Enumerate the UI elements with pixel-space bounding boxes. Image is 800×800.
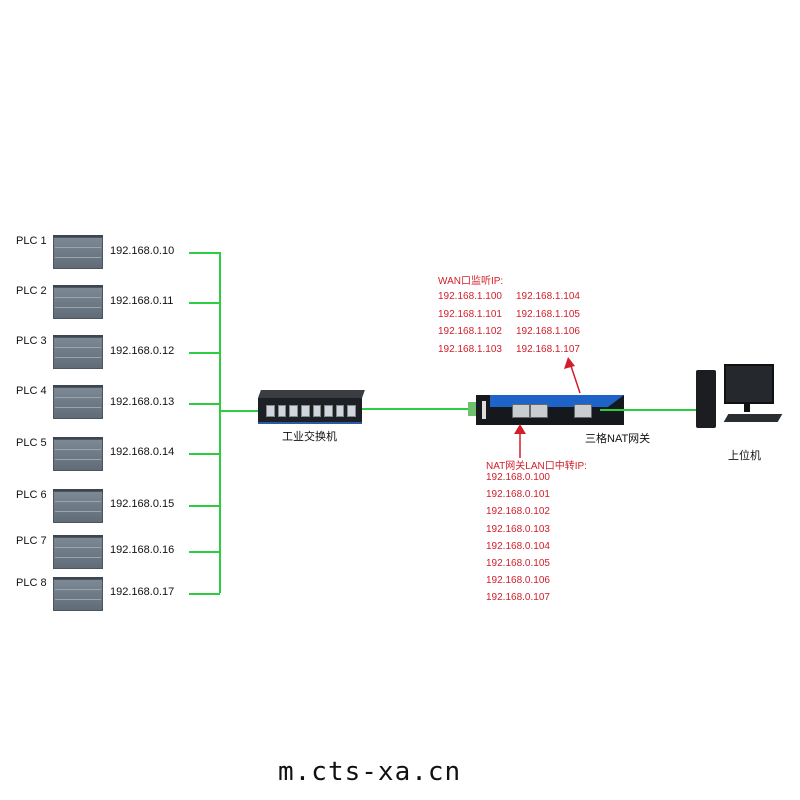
- plc-device-icon: [53, 577, 103, 611]
- plc-label: PLC 5: [16, 437, 47, 449]
- plc-ip: 192.168.0.13: [110, 396, 175, 408]
- watermark: m.cts-xa.cn: [278, 757, 462, 787]
- nat-gateway: [476, 395, 624, 425]
- lan-ip: 192.168.0.105: [486, 557, 550, 569]
- wan-ip: 192.168.1.101: [438, 308, 502, 320]
- wan-ip: 192.168.1.107: [516, 343, 580, 355]
- lan-arrow: [514, 424, 526, 458]
- plc-device-icon: [53, 437, 103, 471]
- plc-link-line: [189, 352, 220, 354]
- host-label: 上位机: [728, 450, 761, 462]
- plc-ip: 192.168.0.12: [110, 345, 175, 357]
- plc-label: PLC 7: [16, 535, 47, 547]
- host-computer: [696, 362, 784, 434]
- wan-ip-col1: 192.168.1.100 192.168.1.101 192.168.1.102 1…: [438, 291, 502, 361]
- link-switch-to-gateway: [362, 408, 472, 410]
- lan-ip: 192.168.0.104: [486, 540, 550, 552]
- port-lan1: [512, 404, 530, 418]
- plc-label: PLC 4: [16, 385, 47, 397]
- plc-link-line: [189, 505, 220, 507]
- wan-ip-col2: 192.168.1.104 192.168.1.105 192.168.1.106 1…: [516, 291, 580, 361]
- plc-device-icon: [53, 285, 103, 319]
- plc-link-line: [189, 252, 220, 254]
- plc-link-line: [189, 551, 220, 553]
- wan-ip: 192.168.1.106: [516, 326, 580, 337]
- plc-link-line: [189, 302, 220, 304]
- pc-keyboard: [723, 414, 783, 422]
- link-bus-to-switch: [219, 410, 259, 412]
- plc-device-icon: [53, 535, 103, 569]
- wan-ip: 192.168.1.105: [516, 308, 580, 320]
- switch-label: 工业交换机: [282, 431, 337, 443]
- link-gateway-to-host: [600, 409, 698, 411]
- plc-ip: 192.168.0.16: [110, 544, 175, 556]
- lan-ip-list: 192.168.0.100 192.168.0.101 192.168.0.102 1…: [486, 472, 550, 610]
- pc-monitor: [724, 364, 774, 404]
- plc-device-icon: [53, 235, 103, 269]
- lan-ip: 192.168.0.102: [486, 506, 550, 518]
- plc-device-icon: [53, 489, 103, 523]
- plc-link-line: [189, 593, 220, 595]
- lan-ip: 192.168.0.103: [486, 523, 550, 535]
- lan-ip: 192.168.0.106: [486, 575, 550, 587]
- plc-label: PLC 2: [16, 285, 47, 297]
- lan-title: NAT网关LAN口中转IP:: [486, 461, 587, 472]
- plc-label: PLC 6: [16, 489, 47, 501]
- plc-device-icon: [53, 385, 103, 419]
- plc-link-line: [189, 453, 220, 455]
- plc-ip: 192.168.0.11: [110, 295, 174, 307]
- switch-ports: [266, 405, 356, 417]
- pc-tower: [696, 370, 716, 428]
- plc-device-icon: [53, 335, 103, 369]
- wan-ip: 192.168.1.102: [438, 326, 502, 337]
- wan-ip: 192.168.1.103: [438, 343, 502, 355]
- bus-line-vertical: [219, 252, 221, 593]
- plc-ip: 192.168.0.17: [110, 586, 175, 598]
- port-wan: [574, 404, 592, 418]
- lan-ip: 192.168.0.101: [486, 489, 550, 501]
- industrial-switch: [258, 390, 365, 424]
- gateway-leds: [482, 401, 486, 419]
- lan-ip: 192.168.0.107: [486, 592, 550, 604]
- plc-ip: 192.168.0.10: [110, 245, 175, 257]
- wan-ip: 192.168.1.100: [438, 291, 502, 302]
- wan-arrow: [564, 357, 581, 394]
- plc-label: PLC 1: [16, 235, 47, 247]
- gateway-terminal: [468, 402, 476, 416]
- plc-label: PLC 8: [16, 577, 47, 589]
- plc-ip: 192.168.0.15: [110, 498, 175, 510]
- plc-label: PLC 3: [16, 335, 47, 347]
- plc-ip: 192.168.0.14: [110, 446, 175, 458]
- gateway-label: 三格NAT网关: [585, 433, 651, 445]
- port-lan2: [530, 404, 548, 418]
- wan-title: WAN口监听IP:: [438, 276, 504, 287]
- wan-ip: 192.168.1.104: [516, 291, 580, 302]
- plc-link-line: [189, 403, 220, 405]
- lan-ip: 192.168.0.100: [486, 472, 550, 483]
